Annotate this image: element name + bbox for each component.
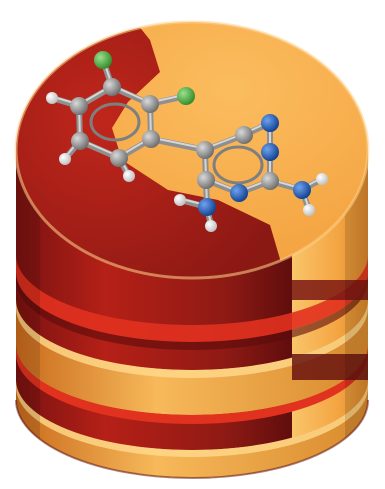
hydrogen-atom: [174, 194, 186, 206]
hydrogen-atom: [316, 173, 328, 185]
layer-band-orange-2: [16, 380, 368, 478]
cylinder-bottom-rim: [15, 399, 369, 479]
aromatic-ring-triazine: [212, 145, 264, 185]
carbon-atom: [103, 78, 121, 96]
hydrogen-atom: [205, 220, 217, 232]
aromatic-ring-phenyl: [89, 102, 141, 142]
hydrogen-atom: [59, 153, 71, 165]
chlorine-atom: [94, 51, 112, 69]
nitrogen-atom: [261, 114, 279, 132]
carbon-atom: [197, 171, 215, 189]
hydrogen-atom: [46, 92, 58, 104]
hydrogen-atom: [303, 204, 315, 216]
hydrogen-atom: [123, 170, 135, 182]
carbon-atom: [142, 130, 160, 148]
carbon-atom: [235, 126, 253, 144]
molecule-model: [46, 51, 328, 232]
chlorine-atom: [177, 87, 195, 105]
layer-band-orange-1: [16, 300, 368, 415]
nitrogen-atom: [293, 181, 311, 199]
nitrogen-atom: [198, 198, 216, 216]
carbon-atom: [261, 172, 279, 190]
cylinder-top-rim: [14, 20, 370, 280]
carbon-atom: [196, 141, 214, 159]
carbon-atom: [141, 95, 159, 113]
nitrogen-atom: [261, 143, 279, 161]
carbon-atom: [71, 132, 89, 150]
molecule-bond: [148, 136, 208, 153]
carbon-atom: [110, 149, 128, 167]
carbon-atom: [70, 97, 88, 115]
nitrogen-atom: [230, 184, 248, 202]
molecule-bond-highlight: [150, 136, 206, 150]
layer-seam-1: [16, 255, 368, 350]
molecule-atoms: [46, 51, 328, 232]
